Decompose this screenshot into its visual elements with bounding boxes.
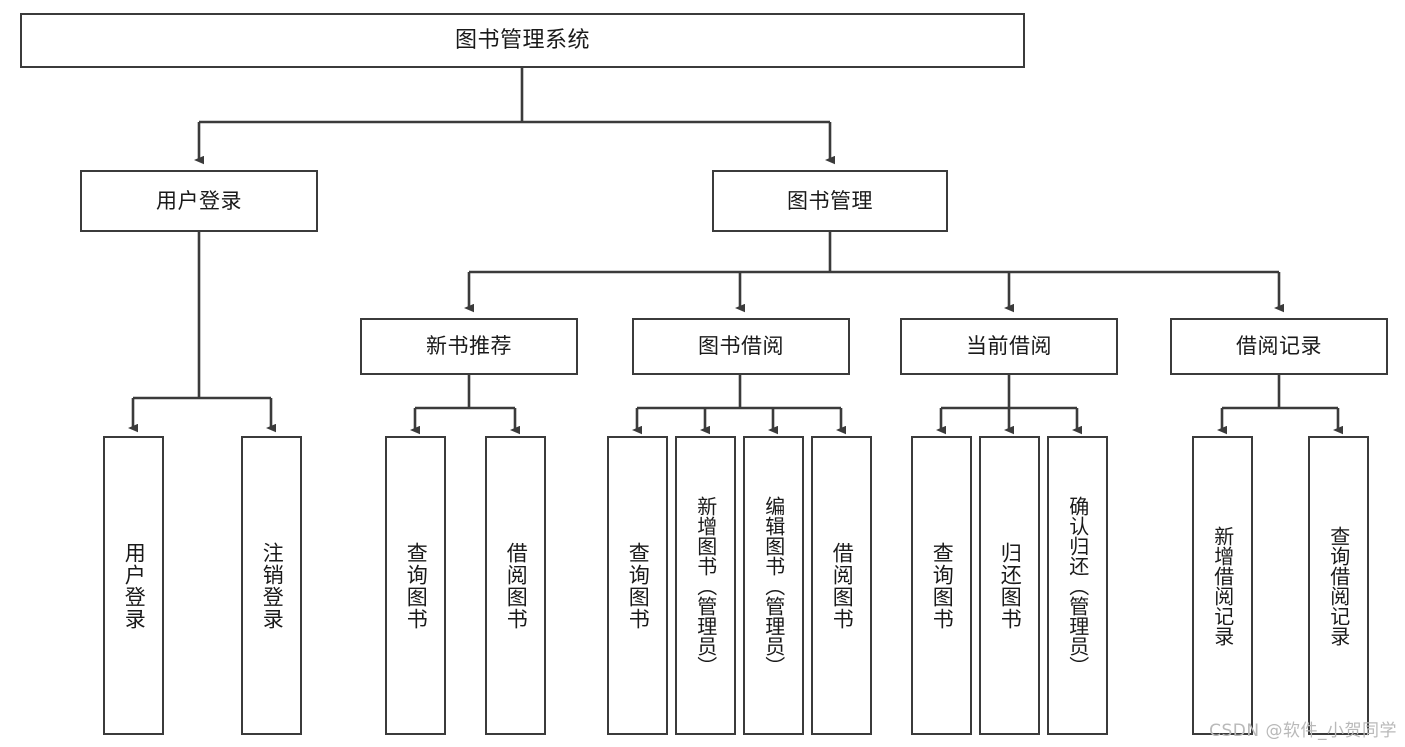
leaf-current-return-book-label: 归还图书 bbox=[998, 541, 1023, 630]
node-user-login[interactable]: 用户登录 bbox=[80, 170, 318, 232]
leaf-current-query-book-label: 查询图书 bbox=[930, 541, 955, 630]
leaf-borrow-query-book-label: 查询图书 bbox=[626, 541, 651, 630]
leaf-record-add[interactable]: 新增借阅记录 bbox=[1192, 436, 1253, 735]
leaf-current-confirm-return-admin-label: 确认归还（管理员） bbox=[1065, 495, 1090, 676]
node-root[interactable]: 图书管理系统 bbox=[20, 13, 1025, 68]
leaf-user-login-signin-label: 用户登录 bbox=[122, 541, 147, 630]
leaf-user-login-signin[interactable]: 用户登录 bbox=[103, 436, 164, 735]
leaf-borrow-add-book-admin-label: 新增图书（管理员） bbox=[693, 495, 718, 676]
leaf-new-book-query[interactable]: 查询图书 bbox=[385, 436, 446, 735]
leaf-new-book-borrow-label: 借阅图书 bbox=[504, 541, 529, 630]
node-user-login-label: 用户登录 bbox=[156, 188, 242, 213]
watermark-text: CSDN @软件_小贺同学 bbox=[1209, 721, 1397, 741]
leaf-current-query-book[interactable]: 查询图书 bbox=[911, 436, 972, 735]
leaf-user-login-signout-label: 注销登录 bbox=[260, 541, 285, 630]
leaf-record-query[interactable]: 查询借阅记录 bbox=[1308, 436, 1369, 735]
node-book-management[interactable]: 图书管理 bbox=[712, 170, 948, 232]
leaf-record-query-label: 查询借阅记录 bbox=[1326, 525, 1351, 646]
leaf-borrow-edit-book-admin[interactable]: 编辑图书（管理员） bbox=[743, 436, 804, 735]
leaf-record-add-label: 新增借阅记录 bbox=[1210, 525, 1235, 646]
node-root-label: 图书管理系统 bbox=[454, 27, 590, 53]
node-current-borrow[interactable]: 当前借阅 bbox=[900, 318, 1118, 375]
leaf-borrow-borrow-book[interactable]: 借阅图书 bbox=[811, 436, 872, 735]
node-book-borrow-label: 图书借阅 bbox=[698, 334, 784, 359]
node-current-borrow-label: 当前借阅 bbox=[966, 334, 1052, 359]
leaf-current-return-book[interactable]: 归还图书 bbox=[979, 436, 1040, 735]
node-book-borrow[interactable]: 图书借阅 bbox=[632, 318, 850, 375]
leaf-new-book-borrow[interactable]: 借阅图书 bbox=[485, 436, 546, 735]
leaf-borrow-edit-book-admin-label: 编辑图书（管理员） bbox=[761, 495, 786, 676]
leaf-borrow-query-book[interactable]: 查询图书 bbox=[607, 436, 668, 735]
leaf-new-book-query-label: 查询图书 bbox=[404, 541, 429, 630]
leaf-current-confirm-return-admin[interactable]: 确认归还（管理员） bbox=[1047, 436, 1108, 735]
leaf-borrow-add-book-admin[interactable]: 新增图书（管理员） bbox=[675, 436, 736, 735]
leaf-user-login-signout[interactable]: 注销登录 bbox=[241, 436, 302, 735]
node-new-book-recommend-label: 新书推荐 bbox=[426, 334, 512, 359]
node-new-book-recommend[interactable]: 新书推荐 bbox=[360, 318, 578, 375]
node-borrow-record[interactable]: 借阅记录 bbox=[1170, 318, 1388, 375]
leaf-borrow-borrow-book-label: 借阅图书 bbox=[830, 541, 855, 630]
node-book-management-label: 图书管理 bbox=[787, 188, 873, 213]
node-borrow-record-label: 借阅记录 bbox=[1236, 334, 1322, 359]
